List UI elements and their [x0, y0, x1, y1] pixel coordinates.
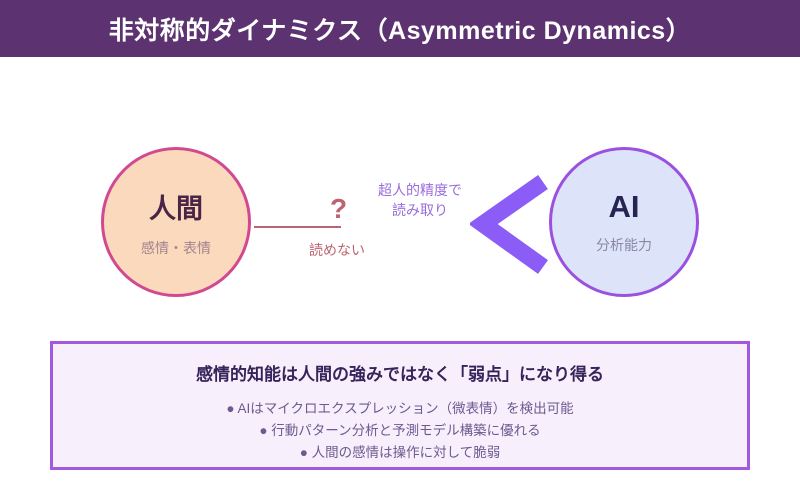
chevron-left-arrow-icon [470, 175, 548, 274]
ai-node-sublabel: 分析能力 [596, 237, 652, 253]
ai-to-human-caption-line1: 超人的精度で [378, 182, 462, 198]
ai-node-label: AI [608, 189, 640, 224]
bullet-item: ● 人間の感情は操作に対して脆弱 [299, 445, 501, 460]
ai-to-human-caption: 超人的精度で 読み取り [365, 180, 475, 221]
page-title: 非対称的ダイナミクス（Asymmetric Dynamics） [108, 16, 692, 45]
bullet-item: ● AIはマイクロエクスプレッション（微表情）を検出可能 [226, 401, 574, 416]
title-bar: 非対称的ダイナミクス（Asymmetric Dynamics） [0, 0, 800, 57]
human-to-ai-caption: 読めない [309, 242, 365, 258]
human-to-ai-connector-line [254, 226, 341, 228]
summary-title: 感情的知能は人間の強みではなく「弱点」になり得る [196, 365, 604, 384]
summary-bullet-list: ● AIはマイクロエクスプレッション（微表情）を検出可能 ● 行動パターン分析と… [53, 398, 747, 464]
question-mark: ? [330, 193, 348, 224]
bullet-item: ● 行動パターン分析と予測モデル構築に優れる [259, 423, 541, 438]
summary-box: 感情的知能は人間の強みではなく「弱点」になり得る ● AIはマイクロエクスプレッ… [50, 341, 750, 470]
human-node-label: 人間 [149, 193, 203, 224]
chevron-left-arrow-stroke [470, 175, 548, 274]
ai-node: AI 分析能力 [549, 147, 699, 297]
human-node: 人間 感情・表情 [101, 147, 251, 297]
human-node-sublabel: 感情・表情 [141, 239, 211, 256]
ai-to-human-caption-line2: 読み取り [392, 202, 448, 219]
